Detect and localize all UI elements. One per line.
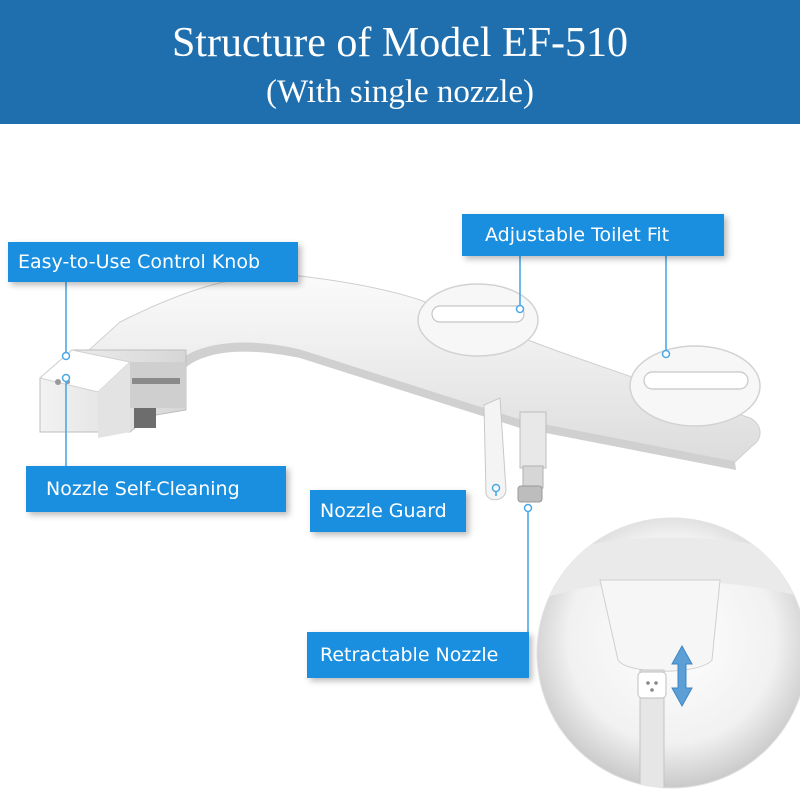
label-self-cleaning: Nozzle Self-Cleaning <box>26 466 286 512</box>
label-retractable-nozzle: Retractable Nozzle <box>307 632 529 678</box>
label-control-knob: Easy-to-Use Control Knob <box>8 242 298 282</box>
control-knob-box <box>38 349 187 438</box>
nozzle-stem <box>517 411 547 503</box>
mounting-plate-front <box>417 283 539 357</box>
page-title: Structure of Model EF-510 <box>171 20 629 66</box>
leader-dots <box>61 304 671 513</box>
nozzle-inset <box>536 517 800 789</box>
label-toilet-fit: Adjustable Toilet Fit <box>462 214 724 256</box>
header-banner: Structure of Model EF-510 (With single n… <box>0 0 800 124</box>
page-subtitle: (With single nozzle) <box>265 74 535 110</box>
mounting-plate-rear <box>629 345 761 427</box>
label-nozzle-guard: Nozzle Guard <box>310 490 466 532</box>
nozzle-guard-part <box>483 397 507 501</box>
up-down-arrow-icon <box>671 644 693 708</box>
leader-lines <box>65 256 667 632</box>
